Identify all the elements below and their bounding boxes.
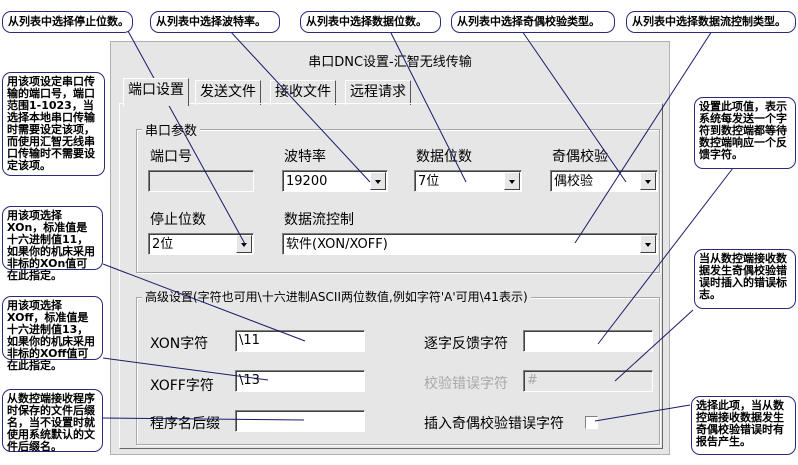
baud-label: 波特率	[284, 149, 326, 165]
suffix-input[interactable]	[235, 410, 365, 432]
xon-input[interactable]: \11	[235, 330, 365, 352]
port-field[interactable]	[148, 170, 254, 192]
databits-value: 7位	[418, 174, 440, 189]
baud-select[interactable]: 19200	[282, 170, 388, 192]
parity-label: 奇偶校验	[552, 149, 608, 165]
databits-label: 数据位数	[416, 149, 472, 165]
callout-parity-err: 当从数控端接收数据发生奇偶校验错误时插入的错误标志。	[694, 249, 796, 309]
callout-xoff: 用该项选择XOff，标准值是十六进制值13，如果你的机床采用非标的XOff值可在…	[2, 296, 103, 372]
suffix-label: 程序名后缀	[150, 416, 220, 432]
parity-select[interactable]: 偶校验	[550, 170, 658, 192]
callout-xon: 用该项选择XOn，标准值是十六进制值11，如果你的机床采用非标的XOn值可在此指…	[2, 206, 103, 282]
databits-select[interactable]: 7位	[414, 170, 522, 192]
serial-params-title: 串口参数	[142, 120, 201, 139]
feedback-input[interactable]	[523, 330, 653, 352]
insert-parity-label: 插入奇偶校验错误字符	[424, 416, 564, 432]
parity-err-label: 校验错误字符	[424, 376, 508, 392]
xoff-label: XOFF字符	[150, 378, 214, 394]
callout-stopbits: 从列表中选择停止位数。	[2, 11, 133, 33]
callout-parity: 从列表中选择奇偶校验类型。	[451, 11, 615, 33]
tab-send-file[interactable]: 发送文件	[195, 80, 261, 105]
callout-flow: 从列表中选择数据流控制类型。	[626, 11, 796, 33]
callout-feedback: 设置此项值，表示系统每发送一个字符到数控端都等待数控端响应一个反馈字符。	[694, 97, 796, 169]
callout-databits: 从列表中选择数据位数。	[300, 11, 441, 33]
chevron-down-icon[interactable]	[370, 172, 386, 190]
xon-label: XON字符	[150, 336, 209, 352]
tab-port-settings[interactable]: 端口设置	[123, 78, 189, 106]
advanced-title: 高级设置(字符也可用\十六进制ASCII两位数值,例如字符'A'可用\41表示)	[142, 288, 531, 305]
flow-select[interactable]: 软件(XON/XOFF)	[282, 233, 658, 255]
baud-value: 19200	[286, 174, 328, 189]
serial-params-group	[136, 129, 660, 273]
callout-port: 用该项设定串口传输的端口号，端口范围1-1023，当选择本地串口传输时需要设定该…	[2, 72, 105, 176]
callout-baud: 从列表中选择波特率。	[150, 11, 280, 33]
callout-suffix: 从数控端接收程序时保存的文件后缀名，当不设置时就使用系统默认的文件后缀名。	[2, 389, 103, 453]
stopbits-select[interactable]: 2位	[148, 233, 254, 255]
chevron-down-icon[interactable]	[236, 235, 252, 253]
callout-insert-parity: 选择此项，当从数控端接收数据发生奇偶校验错误时有报告产生。	[691, 396, 796, 455]
stopbits-label: 停止位数	[150, 212, 206, 228]
stopbits-value: 2位	[152, 237, 174, 252]
chevron-down-icon[interactable]	[640, 235, 656, 253]
tab-receive-file[interactable]: 接收文件	[270, 80, 336, 105]
insert-parity-checkbox[interactable]	[585, 416, 598, 429]
tab-remote-request[interactable]: 远程请求	[345, 80, 411, 105]
flow-value: 软件(XON/XOFF)	[286, 237, 388, 252]
parity-value: 偶校验	[554, 174, 594, 189]
port-label: 端口号	[150, 149, 192, 165]
tab-panel	[119, 103, 663, 449]
chevron-down-icon[interactable]	[504, 172, 520, 190]
feedback-label: 逐字反馈字符	[424, 336, 508, 352]
chevron-down-icon[interactable]	[640, 172, 656, 190]
flow-label: 数据流控制	[284, 212, 354, 228]
window-title: 串口DNC设置-汇智无线传输	[308, 55, 472, 70]
xoff-input[interactable]: \13	[235, 370, 365, 392]
